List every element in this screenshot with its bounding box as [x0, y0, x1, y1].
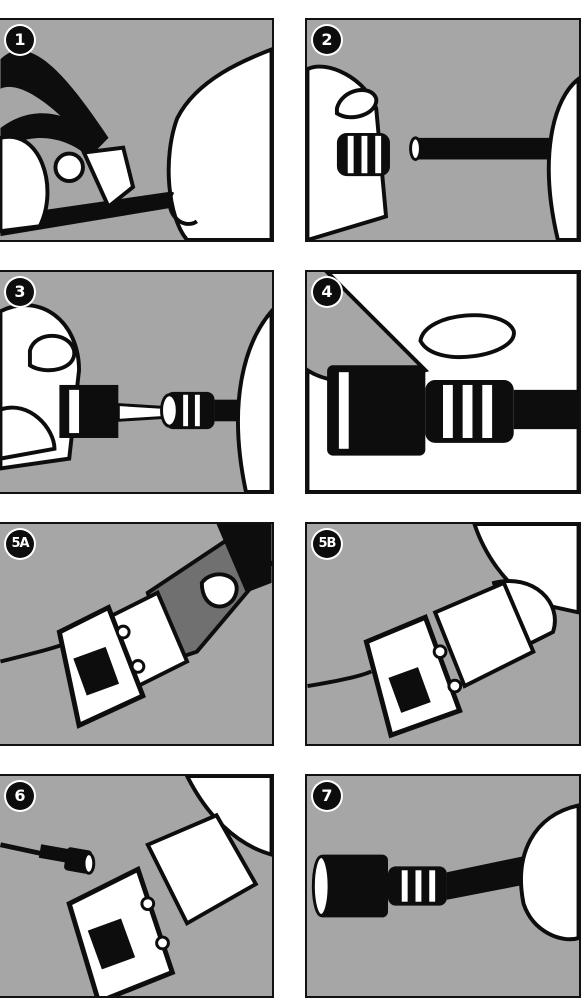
connector-close-up-icon: [307, 272, 579, 492]
step-panel-5b: 5B: [305, 522, 581, 746]
step-panel-3: 3: [0, 270, 274, 494]
connector-screwed-on-icon: [0, 272, 272, 492]
step-number-badge: 5B: [313, 530, 341, 558]
step-number-badge: 3: [6, 278, 34, 306]
crimp-tool-icon: [0, 524, 272, 744]
step-number-badge: 6: [6, 782, 34, 810]
sleeve-and-cable-icon: [307, 20, 579, 240]
finished-connector-icon: [307, 776, 579, 996]
step-panel-2: 2: [305, 18, 581, 242]
step-panel-7: 7: [305, 774, 581, 998]
step-number-badge: 5A: [6, 530, 34, 558]
pliers-cutting-cable-icon: [0, 20, 272, 240]
step-number-badge: 4: [313, 278, 341, 306]
step-panel-1: 1: [0, 18, 274, 242]
step-number-badge: 7: [313, 782, 341, 810]
step-number-badge: 2: [313, 26, 341, 54]
step-panel-5a: 5A: [0, 522, 274, 746]
step-number-badge: 1: [6, 26, 34, 54]
crimped-cable-icon: [0, 776, 272, 996]
crimp-tool-closing-icon: [307, 524, 579, 744]
step-panel-4: 4: [305, 270, 581, 494]
step-panel-6: 6: [0, 774, 274, 998]
